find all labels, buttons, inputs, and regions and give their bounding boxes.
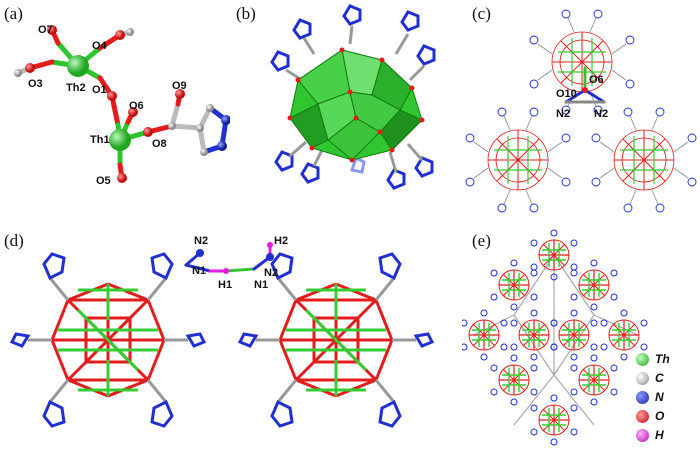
element-legend: Th C N O H [636, 351, 698, 446]
panel-c-hbond-network [465, 9, 697, 213]
legend-label-n: N [655, 390, 664, 404]
atom-label-o8: O8 [152, 138, 167, 150]
atom-label-o4: O4 [92, 40, 107, 52]
panel-e: (e) [462, 225, 700, 457]
panel-d-label: (d) [4, 231, 24, 250]
legend-entry-th: Th [636, 351, 698, 370]
atom-label-o10: O10 [556, 88, 577, 100]
panel-c-label: (c) [472, 4, 491, 23]
legend-label-h: H [655, 428, 664, 442]
atom-label-o5: O5 [96, 175, 111, 187]
atom-label-n2-right: N2 [594, 108, 609, 120]
panel-a-label: (a) [4, 4, 23, 23]
legend-swatch-c [636, 372, 649, 385]
legend-swatch-th [636, 353, 649, 366]
legend-swatch-n [636, 391, 649, 404]
atom-label-n2-left: N2 [194, 235, 209, 247]
legend-entry-h: H [636, 427, 698, 446]
legend-swatch-h [636, 429, 649, 442]
atom-label-n1-right: N1 [254, 279, 269, 291]
panel-b-polyhedral-cluster [270, 4, 436, 190]
atom-label-n2-left: N2 [556, 108, 571, 120]
legend-entry-n: N [636, 389, 698, 408]
legend-label-c: C [655, 371, 664, 385]
panel-c: (c) [462, 0, 700, 225]
panel-d-cluster-pair [10, 242, 434, 428]
panel-e-label: (e) [472, 231, 491, 250]
atom-label-o9: O9 [172, 80, 187, 92]
legend-entry-o: O [636, 408, 698, 427]
atom-label-o1: O1 [92, 84, 107, 96]
atom-label-n2-right: N2 [264, 267, 279, 279]
legend-swatch-o [636, 410, 649, 423]
atom-label-th1: Th1 [90, 134, 110, 146]
atom-label-n1-left: N1 [192, 265, 207, 277]
panel-e-framework-packing [462, 229, 648, 446]
panel-a: (a) [0, 0, 230, 200]
atom-label-h2: H2 [274, 235, 289, 247]
panel-b-label: (b) [236, 4, 256, 23]
atom-label-o3: O3 [28, 78, 43, 90]
atom-label-o6: O6 [589, 74, 604, 86]
legend-entry-c: C [636, 370, 698, 389]
panel-a-ball-and-stick [14, 25, 230, 183]
legend-label-o: O [655, 409, 665, 423]
atom-label-h1: H1 [218, 279, 233, 291]
atom-label-o6: O6 [129, 100, 144, 112]
atom-label-o7: O7 [38, 24, 53, 36]
panel-b: (b) [232, 0, 460, 200]
legend-label-th: Th [655, 352, 670, 366]
panel-d: (d) [0, 225, 460, 457]
atom-label-th2: Th2 [66, 82, 86, 94]
